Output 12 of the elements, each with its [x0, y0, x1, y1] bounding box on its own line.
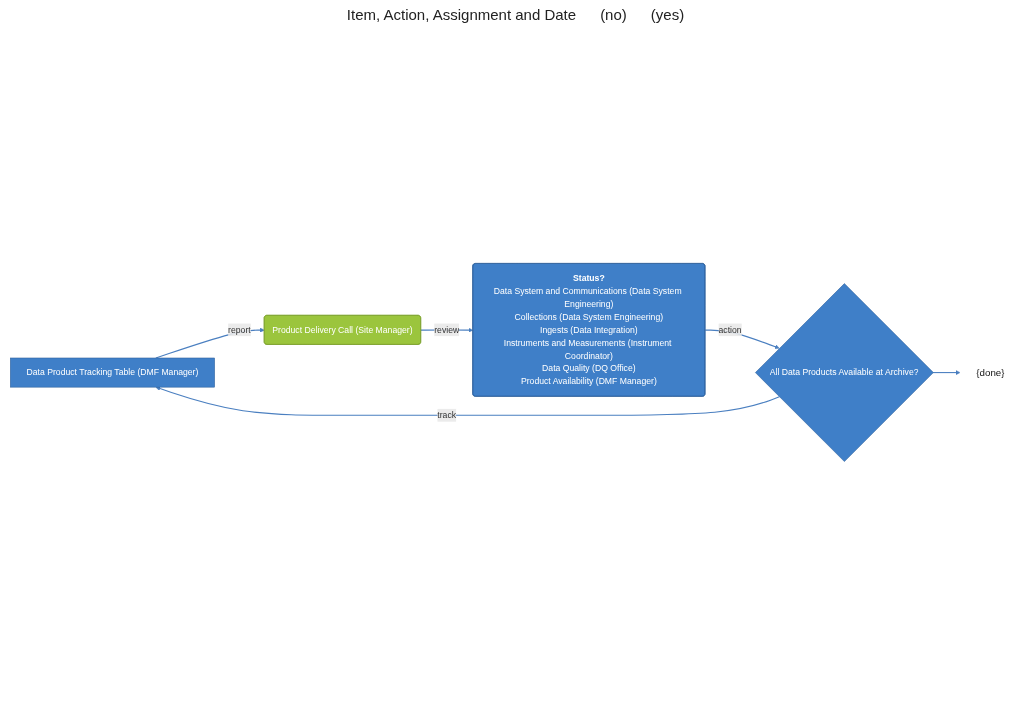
node-text: {done} [976, 366, 1005, 378]
node-box: Data Product Tracking Table (DMF Manager) [10, 357, 215, 388]
note-text: (no) [600, 6, 627, 23]
edge-label: track [437, 410, 457, 420]
arrow [155, 386, 780, 416]
edge-label: action [718, 325, 742, 335]
note-text: Item, Action, Assignment and Date [346, 6, 577, 23]
edge-label: report [228, 325, 251, 335]
node-diamond: All Data Products Available at Archive? [755, 283, 934, 462]
arrow [932, 370, 961, 375]
edge-label: review [434, 325, 460, 335]
note-text: (yes) [650, 6, 685, 23]
